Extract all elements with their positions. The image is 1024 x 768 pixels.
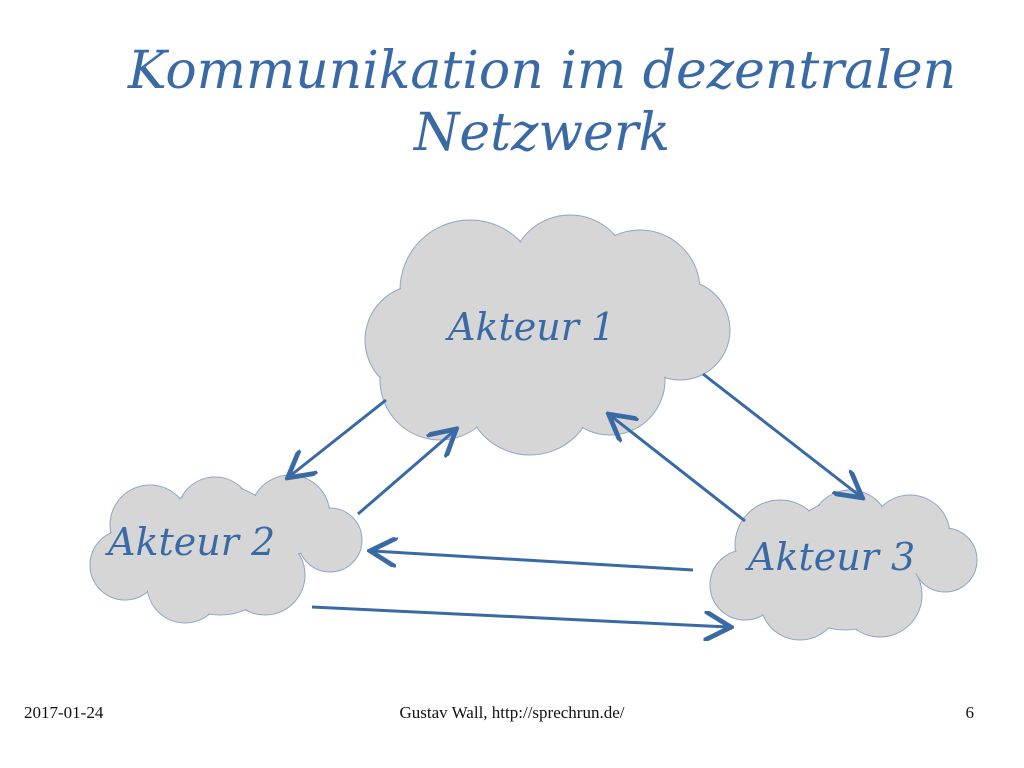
arrow-akteur1-to-akteur2 bbox=[290, 398, 387, 476]
arrow-akteur3-to-akteur1 bbox=[611, 416, 746, 523]
cloud-akteur-2 bbox=[89, 474, 363, 624]
label-akteur-1: Akteur 1 bbox=[445, 305, 615, 349]
footer-date: 2017-01-24 bbox=[24, 703, 104, 722]
arrow-akteur1-to-akteur3 bbox=[702, 372, 860, 496]
arrow-akteur2-to-akteur1 bbox=[357, 431, 454, 516]
arrows bbox=[290, 372, 860, 627]
title-line-2: Netzwerk bbox=[413, 103, 671, 163]
slide-title: Kommunikation im dezentralen Netzwerk bbox=[60, 40, 1024, 164]
arrow-akteur2-to-akteur3 bbox=[311, 605, 728, 627]
label-akteur-2: Akteur 2 bbox=[105, 520, 275, 564]
title-line-1: Kommunikation im dezentralen bbox=[127, 41, 957, 101]
label-akteur-3: Akteur 3 bbox=[745, 535, 915, 579]
cloud-akteur-3 bbox=[709, 489, 978, 641]
footer-page-number: 6 bbox=[965, 703, 975, 722]
cloud-akteur-1 bbox=[364, 214, 731, 456]
arrow-akteur3-to-akteur2 bbox=[373, 551, 694, 572]
footer-author: Gustav Wall, http://sprechrun.de/ bbox=[399, 703, 625, 722]
